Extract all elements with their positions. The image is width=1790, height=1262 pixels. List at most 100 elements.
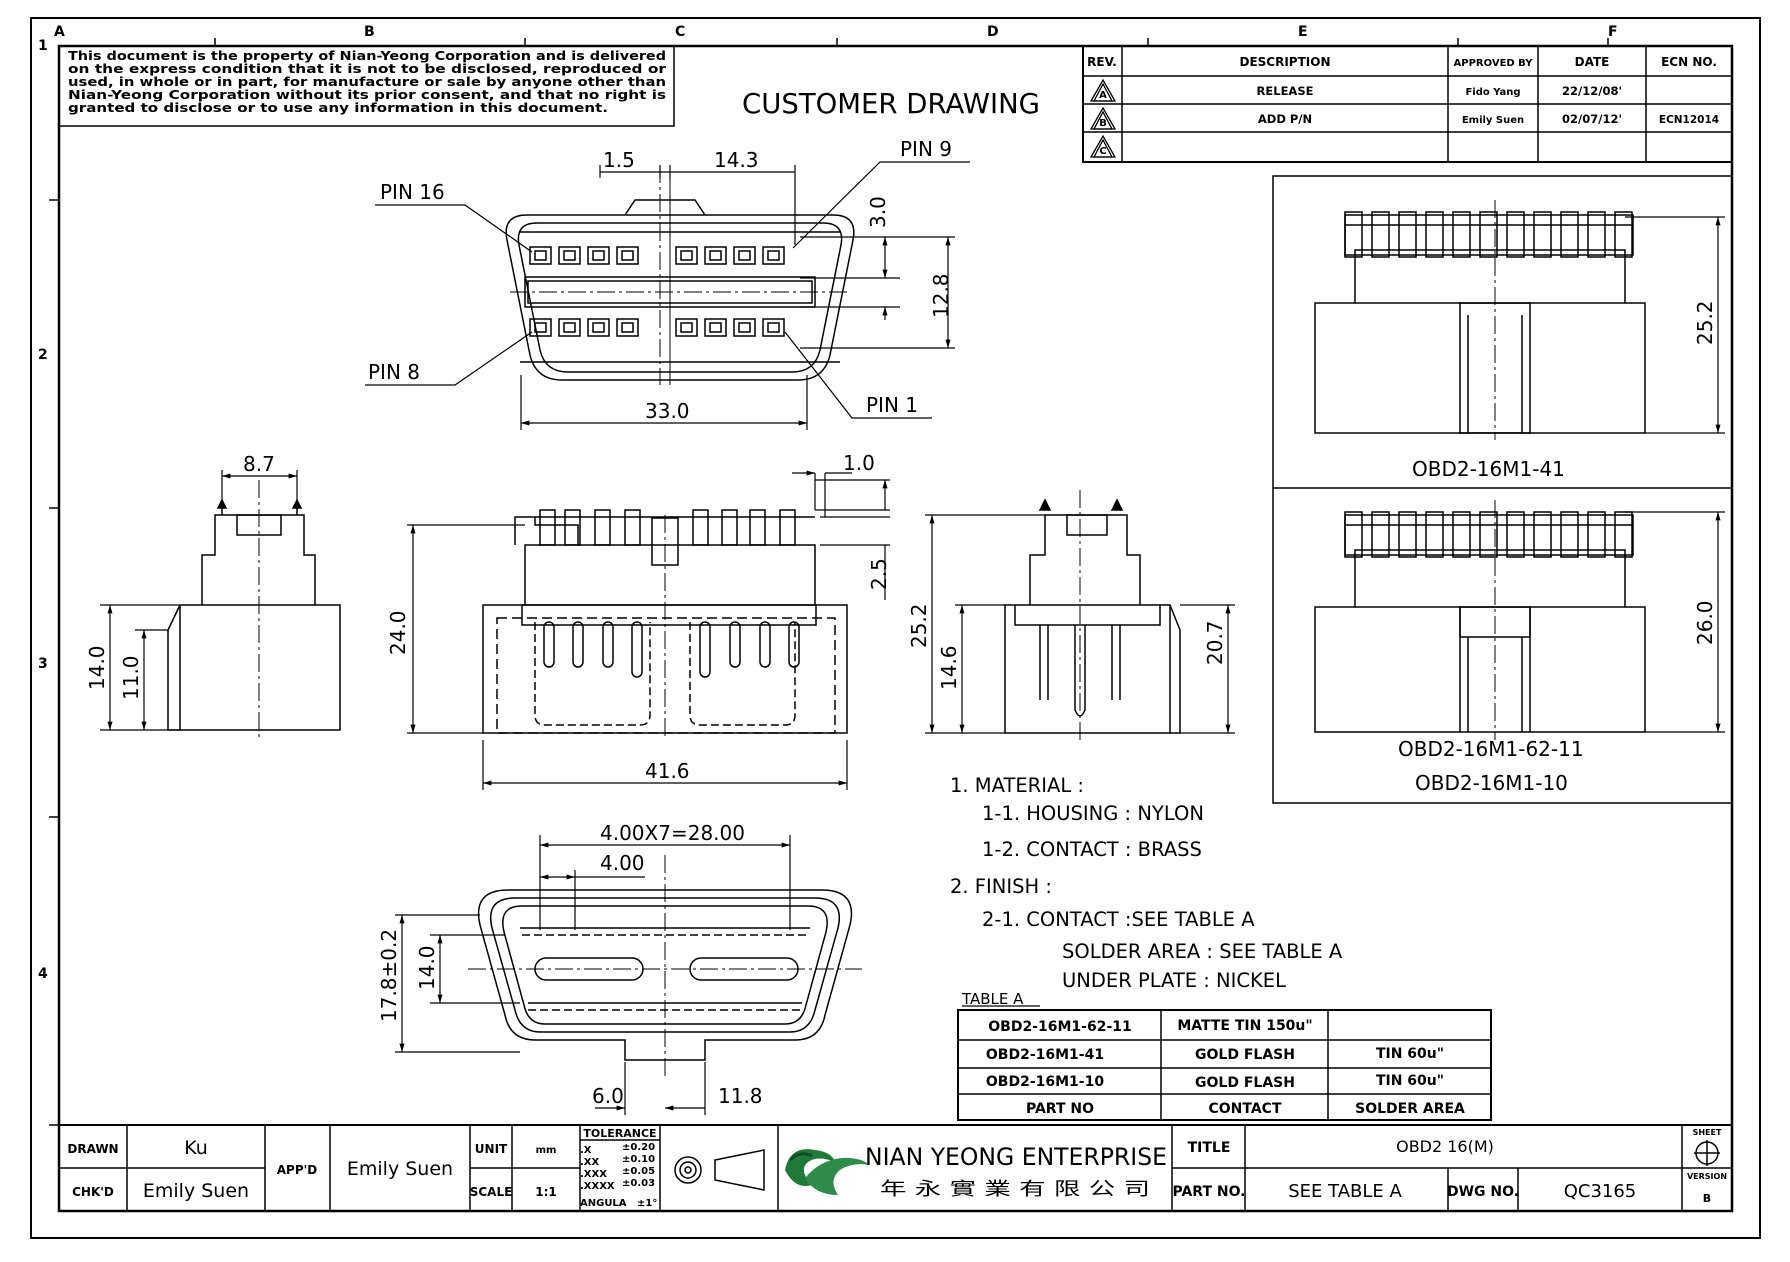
table-a-r3-contact: GOLD FLASH bbox=[1195, 1075, 1295, 1091]
rev-header-date: DATE bbox=[1575, 55, 1610, 69]
pin9-label: PIN 9 bbox=[900, 137, 952, 161]
right-side-labels: 25.2 14.6 20.7 bbox=[907, 603, 1227, 690]
scale-value: 1:1 bbox=[535, 1185, 557, 1199]
dim-1-0: 1.0 bbox=[843, 451, 875, 475]
table-a-r2-part: OBD2-16M1-41 bbox=[986, 1047, 1104, 1063]
tol-x-key: .X bbox=[580, 1145, 592, 1156]
tol-xxx-val: ±0.05 bbox=[622, 1166, 655, 1177]
table-a-r2-solder: TIN 60u" bbox=[1376, 1046, 1444, 1062]
variant-41-labels: 25.2 OBD2-16M1-41 bbox=[1412, 300, 1717, 481]
rev-a-date: 22/12/08' bbox=[1562, 84, 1622, 98]
customer-drawing-heading: CUSTOMER DRAWING bbox=[742, 87, 1040, 120]
table-a-header-contact: CONTACT bbox=[1208, 1101, 1281, 1117]
right-side-view bbox=[1004, 490, 1181, 740]
company-name: NIAN YEONG ENTERPRISE bbox=[865, 1143, 1167, 1171]
note-1-1: 1-1. HOUSING : NYLON bbox=[982, 802, 1204, 825]
scale-label: SCALE bbox=[470, 1185, 513, 1199]
main-view-dimensions bbox=[407, 470, 890, 790]
notice-line-5: granted to disclose or to use any inform… bbox=[68, 100, 608, 115]
outer-border bbox=[30, 17, 1761, 1239]
right-side-dimensions bbox=[925, 514, 1235, 734]
grid-column-labels: A B C D E F bbox=[54, 24, 1618, 40]
dim-2-5: 2.5 bbox=[867, 558, 891, 590]
dim-6-0: 6.0 bbox=[592, 1084, 624, 1108]
dim-4x7-28: 4.00X7=28.00 bbox=[600, 821, 745, 845]
company-name-cn: 年 永 實 業 有 限 公 司 bbox=[880, 1179, 1150, 1200]
rev-b-label: B bbox=[1099, 118, 1107, 129]
rev-a-approved: Fido Yang bbox=[1465, 87, 1520, 98]
note-2: 2. FINISH : bbox=[950, 875, 1052, 898]
dim-26-0: 26.0 bbox=[1693, 600, 1717, 645]
note-1-2: 1-2. CONTACT : BRASS bbox=[982, 838, 1202, 861]
table-a-r1-part: OBD2-16M1-62-11 bbox=[988, 1019, 1132, 1035]
rev-header-approved: APPROVED BY bbox=[1454, 58, 1534, 69]
variant-10-label: OBD2-16M1-10 bbox=[1415, 771, 1568, 795]
rev-header-description: DESCRIPTION bbox=[1239, 55, 1330, 69]
rev-header-rev: REV. bbox=[1087, 55, 1117, 69]
dim-14-0-left: 14.0 bbox=[85, 645, 109, 690]
table-a-r2-contact: GOLD FLASH bbox=[1195, 1047, 1295, 1063]
chkd-value: Emily Suen bbox=[143, 1180, 249, 1202]
grid-col-b: B bbox=[364, 24, 375, 40]
front-view-dimensions bbox=[365, 161, 970, 430]
dim-height-12-8: 12.8 bbox=[929, 273, 953, 318]
front-view-labels: PIN 16 PIN 9 PIN 8 PIN 1 1.5 14.3 33.0 3… bbox=[368, 137, 953, 423]
note-1: 1. MATERIAL : bbox=[950, 774, 1084, 797]
sheet-symbol-icon bbox=[1694, 1140, 1720, 1166]
tol-xxx-key: .XXX bbox=[580, 1169, 607, 1180]
left-side-view bbox=[167, 480, 341, 740]
dim-20-7: 20.7 bbox=[1203, 620, 1227, 665]
table-a-r1-contact: MATTE TIN 150u" bbox=[1177, 1018, 1312, 1034]
unit-value: mm bbox=[536, 1145, 557, 1156]
rev-header-ecn: ECN NO. bbox=[1661, 55, 1717, 69]
version-value: B bbox=[1703, 1192, 1711, 1205]
table-a: TABLE A OBD2-16M1-62-11 MATTE TIN 150u" … bbox=[957, 990, 1492, 1121]
tol-xxxx-key: .XXXX bbox=[580, 1181, 615, 1192]
tol-xx-val: ±0.10 bbox=[622, 1154, 655, 1165]
grid-col-c: C bbox=[675, 24, 685, 40]
inner-border bbox=[57, 44, 1734, 1213]
grid-col-d: D bbox=[987, 24, 999, 40]
grid-row-2: 2 bbox=[38, 347, 48, 363]
dim-24-0: 24.0 bbox=[386, 610, 410, 655]
dim-14-0-bottom: 14.0 bbox=[415, 945, 439, 990]
grid-row-labels: 1 2 3 4 bbox=[38, 38, 48, 982]
notice-line-2: on the express condition that it is not … bbox=[68, 61, 667, 76]
drawn-value: Ku bbox=[184, 1137, 208, 1159]
table-a-r3-part: OBD2-16M1-10 bbox=[986, 1074, 1104, 1090]
dim-11-0-left: 11.0 bbox=[119, 655, 143, 700]
left-side-dimensions bbox=[100, 470, 298, 731]
title-block: DRAWN CHK'D APP'D UNIT mm SCALE 1:1 TOLE… bbox=[58, 1124, 1733, 1212]
variant-41-dimensions bbox=[1625, 216, 1725, 434]
title-value: OBD2 16(M) bbox=[1396, 1137, 1494, 1156]
grid-col-e: E bbox=[1298, 24, 1308, 40]
tolerance-label: TOLERANCE bbox=[583, 1127, 656, 1140]
rev-a-description: RELEASE bbox=[1257, 84, 1314, 98]
front-view bbox=[505, 165, 855, 385]
dim-25-2-variant: 25.2 bbox=[1693, 300, 1717, 345]
main-view bbox=[482, 509, 848, 740]
drawn-label: DRAWN bbox=[67, 1142, 118, 1156]
pin1-label: PIN 1 bbox=[866, 393, 918, 417]
dim-41-6: 41.6 bbox=[645, 759, 690, 783]
partno-label: PART NO. bbox=[1172, 1184, 1245, 1200]
material-notes: 1. MATERIAL : 1-1. HOUSING : NYLON 1-2. … bbox=[950, 774, 1343, 992]
grid-col-a: A bbox=[54, 24, 65, 40]
dwgno-value: QC3165 bbox=[1564, 1181, 1637, 1202]
dim-8-7: 8.7 bbox=[243, 452, 275, 476]
notice-line-3: used, in whole or in part, for manufactu… bbox=[68, 74, 666, 89]
dim-pitch-large: 14.3 bbox=[714, 148, 759, 172]
notice-line-1: This document is the property of Nian-Ye… bbox=[68, 48, 666, 63]
pin16-label: PIN 16 bbox=[380, 180, 445, 204]
variant-62-label: OBD2-16M1-62-11 bbox=[1398, 737, 1584, 761]
grid-ticks bbox=[49, 38, 1609, 1126]
rev-a-label: A bbox=[1099, 90, 1107, 101]
bottom-view-dimensions bbox=[395, 835, 791, 1115]
rev-b-date: 02/07/12' bbox=[1562, 112, 1622, 126]
tol-angle-val: ±1° bbox=[637, 1198, 657, 1209]
variant-41-view bbox=[1314, 200, 1646, 440]
tol-x-val: ±0.20 bbox=[622, 1142, 655, 1153]
variant-62-view bbox=[1314, 500, 1646, 740]
version-label: VERSION bbox=[1687, 1172, 1727, 1181]
revision-table: REV. DESCRIPTION APPROVED BY DATE ECN NO… bbox=[1082, 45, 1733, 163]
